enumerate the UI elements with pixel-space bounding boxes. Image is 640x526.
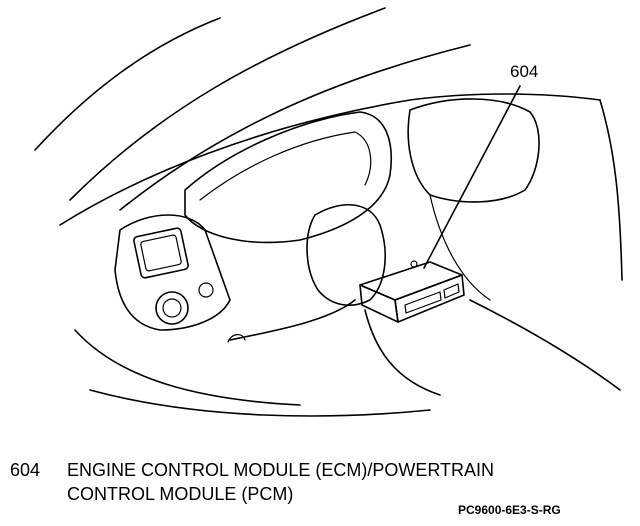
knee-panel: [229, 299, 356, 341]
center-console-lower: [429, 194, 491, 301]
headlight-switch-knob-inner: [162, 298, 182, 318]
windshield-pillar: [119, 44, 471, 211]
center-console-pod: [407, 98, 540, 203]
cluster-hood: [184, 111, 392, 244]
kick-panel-curve: [364, 309, 441, 396]
lower-dash-left: [74, 329, 301, 406]
left-vent: [133, 227, 189, 279]
legend-line-1: ENGINE CONTROL MODULE (ECM)/POWERTRAIN: [67, 460, 495, 480]
legend-line-2: CONTROL MODULE (PCM): [67, 484, 294, 504]
ecm-mount-point: [410, 260, 418, 268]
windshield-edge-outer: [34, 17, 221, 151]
legend-number: 604: [10, 460, 41, 480]
callout-label: 604: [510, 62, 539, 81]
dashboard-right-edge: [599, 99, 623, 281]
windshield-edge-inner: [69, 7, 386, 201]
ecm-module-front: [359, 284, 399, 323]
callout-leader-line: [423, 85, 521, 269]
ecm-module-side: [394, 274, 465, 323]
left-vent-inner: [140, 234, 182, 272]
steering-column-shroud: [306, 204, 386, 306]
ecm-connector-1: [404, 291, 442, 314]
ecm-connector-2: [443, 283, 460, 299]
lower-dash-right: [469, 299, 621, 391]
dimmer-knob: [198, 282, 214, 298]
left-panel: [114, 214, 231, 331]
legend-description: ENGINE CONTROL MODULE (ECM)/POWERTRAIN C…: [67, 458, 607, 506]
key-slot: [227, 334, 246, 343]
dashboard-top: [59, 93, 601, 226]
reference-code: PC9600-6E3-S-RG: [458, 503, 561, 517]
cluster-hood-inner: [199, 131, 372, 201]
floor-line: [89, 389, 431, 417]
headlight-switch-knob: [155, 291, 189, 325]
